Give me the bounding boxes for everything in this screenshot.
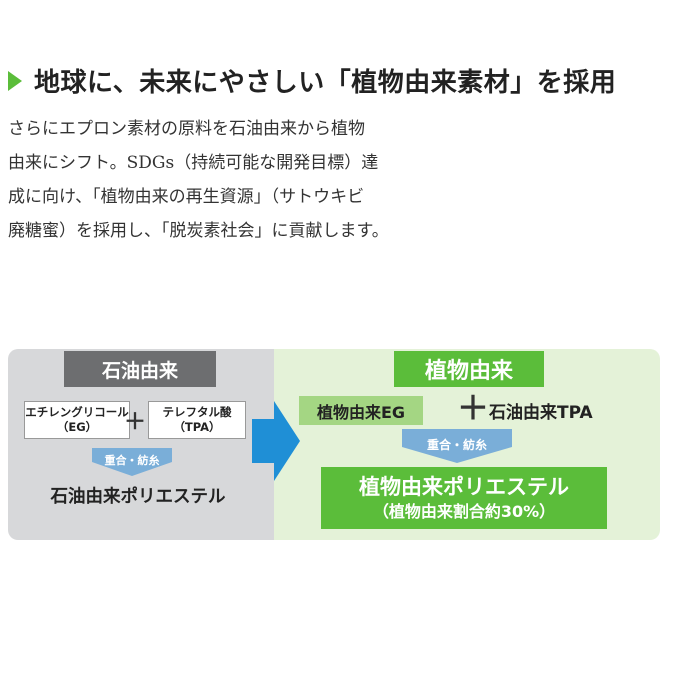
tpa-component-name: テレフタル酸 bbox=[162, 405, 232, 419]
eg-component-abbr: （EG） bbox=[56, 420, 98, 434]
down-arrow-icon bbox=[92, 448, 172, 476]
plant-panel: 植物由来 植物由来EG ＋ 石油由来TPA 重合・紡糸 植物由来ポリエステル （… bbox=[274, 349, 660, 540]
plant-eg-box: 植物由来EG bbox=[299, 396, 423, 425]
plant-polyester-name: 植物由来ポリエステル bbox=[359, 474, 569, 499]
polymerize-label: 重合・紡糸 bbox=[104, 454, 160, 467]
petroleum-header: 石油由来 bbox=[64, 351, 216, 387]
plant-header: 植物由来 bbox=[394, 351, 544, 387]
body-paragraph: さらにエプロン素材の原料を石油由来から植物 由来にシフト。SDGs（持続可能な開… bbox=[8, 112, 408, 248]
body-line: 廃糖蜜）を採用し、「脱炭素社会」に貢献します。 bbox=[8, 221, 389, 241]
petroleum-polyester: 石油由来ポリエステル bbox=[50, 487, 226, 507]
plant-ratio-note: （植物由来割合約30%） bbox=[372, 501, 556, 521]
plant-polyester-box: 植物由来ポリエステル （植物由来割合約30%） bbox=[321, 467, 607, 529]
plus-sign: ＋ bbox=[124, 410, 147, 435]
petroleum-tpa-label: 石油由来TPA bbox=[489, 403, 593, 423]
down-arrow-icon bbox=[402, 429, 512, 463]
plus-sign: ＋ bbox=[457, 389, 490, 427]
petroleum-panel: 石油由来 エチレングリコール （EG） ＋ テレフタル酸 （TPA） 重合・紡糸… bbox=[8, 349, 274, 540]
tpa-component-box: テレフタル酸 （TPA） bbox=[148, 401, 246, 439]
material-comparison-diagram: 石油由来 エチレングリコール （EG） ＋ テレフタル酸 （TPA） 重合・紡糸… bbox=[8, 349, 660, 540]
triangle-bullet-icon bbox=[8, 70, 22, 91]
body-line: 由来にシフト。SDGs（持続可能な開発目標）達 bbox=[8, 153, 379, 173]
right-arrow-icon bbox=[252, 401, 300, 481]
eg-component-name: エチレングリコール bbox=[25, 405, 129, 419]
tpa-component-abbr: （TPA） bbox=[173, 420, 221, 434]
body-line: 成に向け、「植物由来の再生資源」（サトウキビ bbox=[8, 187, 365, 207]
polymerize-label: 重合・紡糸 bbox=[426, 438, 487, 452]
section-heading: 地球に、未来にやさしい「植物由来素材」を採用 bbox=[8, 62, 616, 99]
heading-title: 地球に、未来にやさしい「植物由来素材」を採用 bbox=[34, 68, 617, 98]
eg-component-box: エチレングリコール （EG） bbox=[24, 401, 130, 439]
body-line: さらにエプロン素材の原料を石油由来から植物 bbox=[8, 119, 365, 139]
